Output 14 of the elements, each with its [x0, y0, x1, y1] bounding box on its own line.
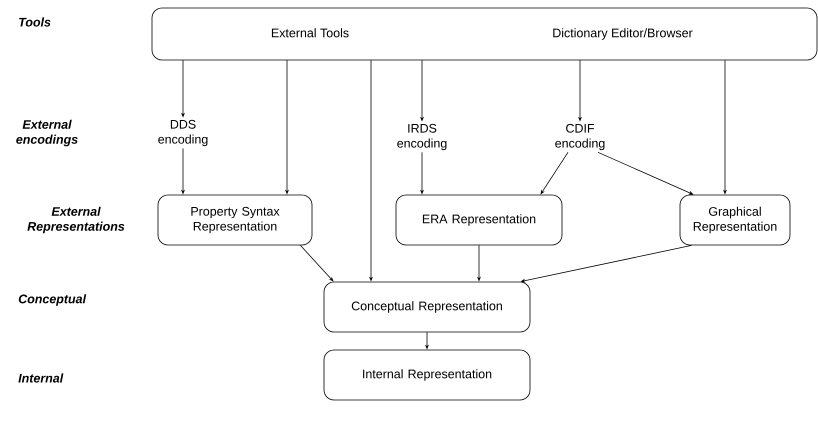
encoding-label: DDS encoding — [158, 120, 208, 146]
tools-box: External Tools Dictionary Editor/Browser — [152, 8, 818, 60]
level-label: External encodings — [16, 120, 78, 146]
encoding-label: CDIF encoding — [555, 124, 604, 150]
representation-box: ERA Representation — [396, 194, 562, 246]
representation-box: Graphical Representation — [680, 194, 790, 246]
encoding-label: IRDS encoding — [397, 124, 446, 150]
level-label: External Representations — [27, 206, 124, 234]
level-label: Tools — [19, 17, 51, 27]
representation-box: Property Syntax Representation — [158, 194, 312, 246]
level-label: Conceptual — [18, 294, 86, 306]
level-label: Internal — [18, 373, 64, 383]
representation-box: Conceptual Representation — [324, 282, 530, 332]
representation-box: Internal Representation — [324, 350, 530, 400]
